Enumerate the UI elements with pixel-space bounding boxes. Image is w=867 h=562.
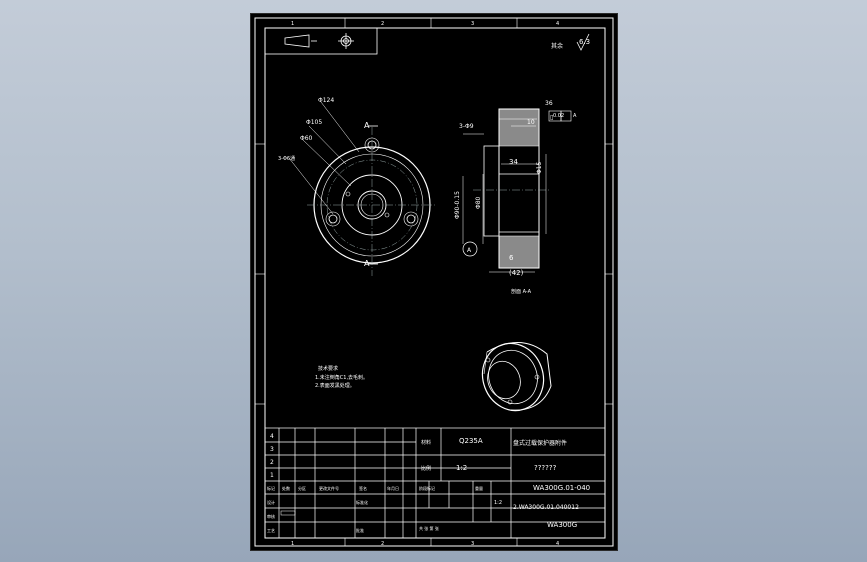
- product-code: WA300G: [547, 521, 577, 529]
- part-name-2: ??????: [534, 464, 557, 472]
- header-change-doc: 更改文件号: [319, 485, 339, 491]
- dim-42: (42): [509, 269, 524, 277]
- rev-row-4: 4: [270, 433, 274, 440]
- dim-d80: Φ80: [475, 196, 482, 209]
- scale-value: 1:2: [456, 464, 467, 472]
- assembly-number: 2.WA300G.01.040012: [513, 504, 579, 511]
- roughness-rest: 其余: [551, 42, 563, 50]
- ruler-top-4: 4: [556, 21, 559, 27]
- rev-row-3: 3: [270, 446, 274, 453]
- ruler-bottom-4: 4: [556, 541, 559, 547]
- tol-symbol: ▯: [550, 114, 553, 121]
- header-date: 年月日: [387, 485, 399, 491]
- tech-notes-title: 技术要求: [318, 365, 338, 372]
- dim-3x9: 3-Φ9: [459, 123, 474, 130]
- title-block-grid: [264, 427, 606, 539]
- section-title: 剖面 A-A: [511, 288, 532, 295]
- role-approve: 批准: [356, 527, 364, 533]
- ruler-top-1: 1: [291, 21, 294, 27]
- ruler-top-2: 2: [381, 21, 384, 27]
- drawing-sheet: 1 2 3 4 1 2 3 4 6.3 其余 Φ1: [250, 13, 618, 551]
- part-name: 盘式过载保护器附件: [513, 439, 567, 447]
- dim-d124: Φ124: [318, 97, 334, 104]
- section-view: [462, 108, 572, 273]
- dim-10: 10: [527, 119, 535, 126]
- sheet-scale: 1:2: [494, 500, 502, 506]
- dim-d105: Φ105: [306, 119, 322, 126]
- technical-drawing: 1 2 3 4 1 2 3 4 6.3 其余 Φ1: [254, 17, 614, 547]
- section-mark-bottom: A: [364, 259, 370, 268]
- header-zone: 分区: [298, 485, 306, 491]
- dim-6: 6: [509, 254, 514, 262]
- role-process: 工艺: [267, 528, 275, 533]
- tech-note-2: 2.表面发黑处理。: [315, 382, 355, 389]
- sheet-count: 共 张 第 张: [419, 525, 439, 531]
- ruler-bottom-2: 2: [381, 541, 384, 547]
- dim-36: 36: [545, 100, 553, 107]
- roughness-symbol: [576, 33, 590, 51]
- front-view: [288, 101, 437, 276]
- dim-34: 34: [509, 158, 518, 166]
- material-value: Q235A: [459, 437, 483, 445]
- inner-frame: [264, 27, 606, 539]
- weight-label: 重量: [475, 485, 483, 491]
- projection-symbol: [264, 27, 378, 55]
- roughness-value: 6.3: [579, 38, 590, 46]
- dim-d60: Φ60: [300, 135, 313, 142]
- dim-holes: 3-Φ6通: [278, 155, 295, 162]
- material-label: 材料: [421, 439, 431, 446]
- tol-value: 0.02: [553, 113, 564, 119]
- section-mark-top: A: [364, 121, 370, 130]
- drawing-number: WA300G.01-040: [533, 484, 590, 492]
- tech-note-1: 1.未注倒角C1,去毛刺。: [315, 374, 368, 381]
- role-standard: 标准化: [356, 499, 368, 505]
- header-count: 处数: [282, 485, 290, 491]
- role-review: 审核: [267, 513, 275, 519]
- outer-frame: [254, 17, 614, 547]
- header-mark: 标记: [267, 485, 275, 491]
- zone-ticks: [255, 18, 613, 546]
- dim-d15: Φ15: [536, 161, 543, 174]
- ruler-top-3: 3: [471, 21, 474, 27]
- isometric-view: [481, 342, 552, 412]
- rev-row-1: 1: [270, 472, 274, 479]
- rev-row-2: 2: [270, 459, 274, 466]
- role-design: 设计: [267, 499, 275, 505]
- tol-ref: A: [573, 113, 577, 119]
- header-sign: 签名: [359, 485, 367, 491]
- signature-box: [280, 510, 296, 516]
- ruler-bottom-3: 3: [471, 541, 474, 547]
- dim-d90: Φ90-0.15: [454, 191, 461, 219]
- scale-label: 比例: [421, 465, 431, 472]
- datum-label: A: [467, 247, 472, 254]
- stage-mark: 阶段标记: [419, 485, 435, 491]
- ruler-bottom-1: 1: [291, 541, 294, 547]
